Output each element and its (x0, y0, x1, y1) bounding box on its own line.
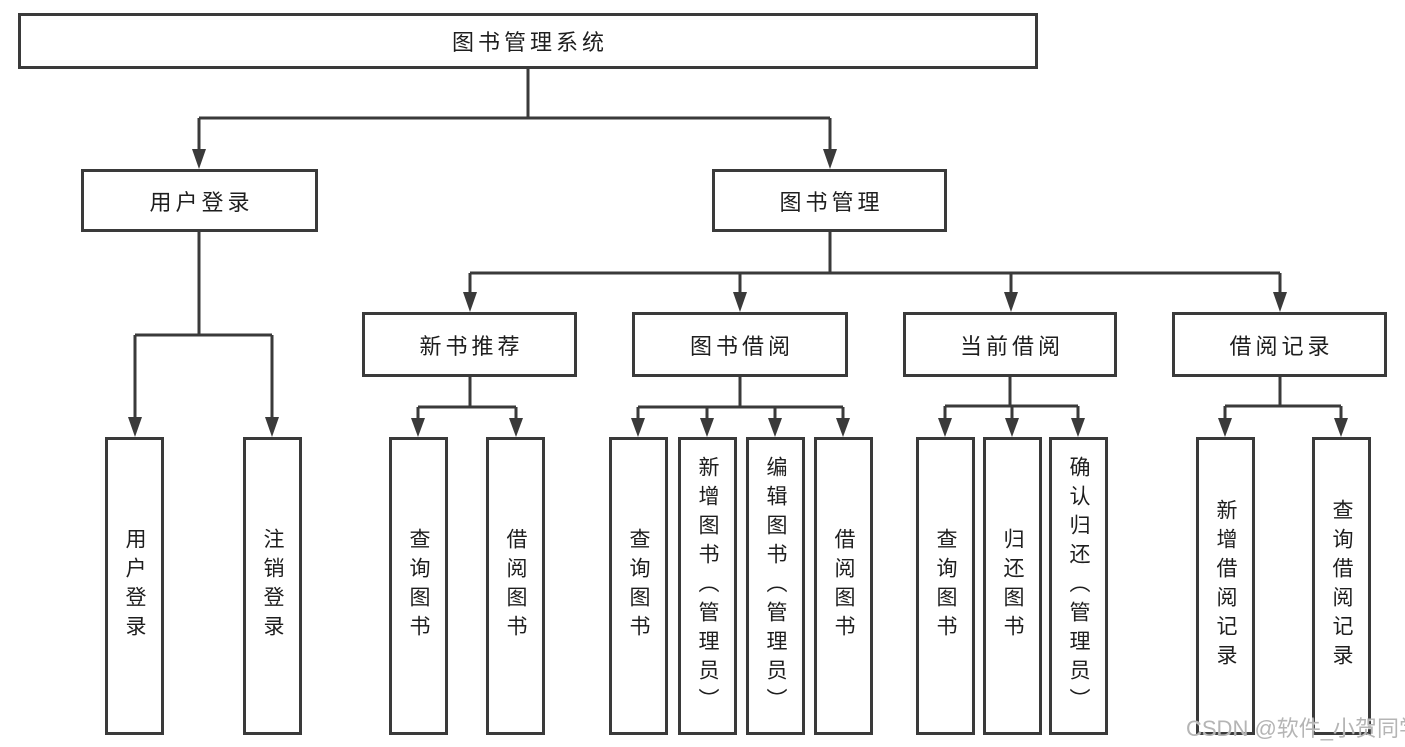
node-borrow-records: 借阅记录 (1172, 312, 1387, 377)
node-leaf-user-login-label: 用户登录 (123, 528, 146, 644)
node-borrow-records-label: 借阅记录 (1229, 333, 1334, 359)
node-current-borrow-label: 当前借阅 (959, 333, 1064, 359)
node-leaf-add-book-admin-label: 新增图书（管理员） (696, 455, 719, 717)
node-leaf-add-borrow-record-label: 新增借阅记录 (1214, 499, 1237, 673)
connector-root-to-level2 (192, 69, 837, 169)
node-leaf-borrow-book-2: 借阅图书 (814, 437, 873, 735)
node-book-borrow: 图书借阅 (632, 312, 848, 377)
node-root-label: 图书管理系统 (451, 30, 608, 55)
node-leaf-confirm-return-admin-label: 确认归还（管理员） (1067, 455, 1090, 717)
connector-new-book-children (411, 377, 523, 437)
node-leaf-query-book-3: 查询图书 (916, 437, 975, 735)
node-root-system: 图书管理系统 (18, 13, 1038, 69)
node-leaf-query-book-2: 查询图书 (609, 437, 668, 735)
connector-current-borrow-children (938, 377, 1085, 437)
node-leaf-borrow-book-1-label: 借阅图书 (504, 528, 527, 644)
node-leaf-add-borrow-record: 新增借阅记录 (1196, 437, 1255, 735)
node-leaf-query-borrow-record-label: 查询借阅记录 (1330, 499, 1353, 673)
node-leaf-query-borrow-record: 查询借阅记录 (1312, 437, 1371, 735)
node-new-book-recommend: 新书推荐 (362, 312, 577, 377)
connector-borrow-record-children (1218, 377, 1348, 437)
node-new-book-recommend-label: 新书推荐 (419, 333, 524, 359)
node-leaf-user-login: 用户登录 (105, 437, 164, 735)
csdn-watermark: CSDN @软件_小贺同学 (1186, 716, 1405, 741)
node-leaf-query-book-1: 查询图书 (389, 437, 448, 735)
node-leaf-borrow-book-1: 借阅图书 (486, 437, 545, 735)
node-book-management-label: 图书管理 (779, 189, 884, 215)
node-book-management: 图书管理 (712, 169, 947, 232)
node-user-login: 用户登录 (81, 169, 318, 232)
node-current-borrow: 当前借阅 (903, 312, 1117, 377)
node-leaf-edit-book-admin: 编辑图书（管理员） (746, 437, 805, 735)
node-leaf-confirm-return-admin: 确认归还（管理员） (1049, 437, 1108, 735)
node-leaf-query-book-2-label: 查询图书 (627, 528, 650, 644)
node-leaf-return-book-label: 归还图书 (1001, 528, 1024, 644)
node-leaf-logout-label: 注销登录 (261, 528, 284, 644)
node-leaf-edit-book-admin-label: 编辑图书（管理员） (764, 455, 787, 717)
node-leaf-borrow-book-2-label: 借阅图书 (832, 528, 855, 644)
connector-user-login-children (128, 232, 279, 437)
node-user-login-label: 用户登录 (149, 189, 254, 215)
connector-book-mgmt-to-level3 (463, 232, 1287, 312)
node-leaf-query-book-3-label: 查询图书 (934, 528, 957, 644)
node-leaf-query-book-1-label: 查询图书 (407, 528, 430, 644)
node-leaf-logout: 注销登录 (243, 437, 302, 735)
connector-book-borrow-children (631, 377, 850, 437)
node-leaf-return-book: 归还图书 (983, 437, 1042, 735)
node-book-borrow-label: 图书借阅 (689, 333, 794, 359)
node-leaf-add-book-admin: 新增图书（管理员） (678, 437, 737, 735)
